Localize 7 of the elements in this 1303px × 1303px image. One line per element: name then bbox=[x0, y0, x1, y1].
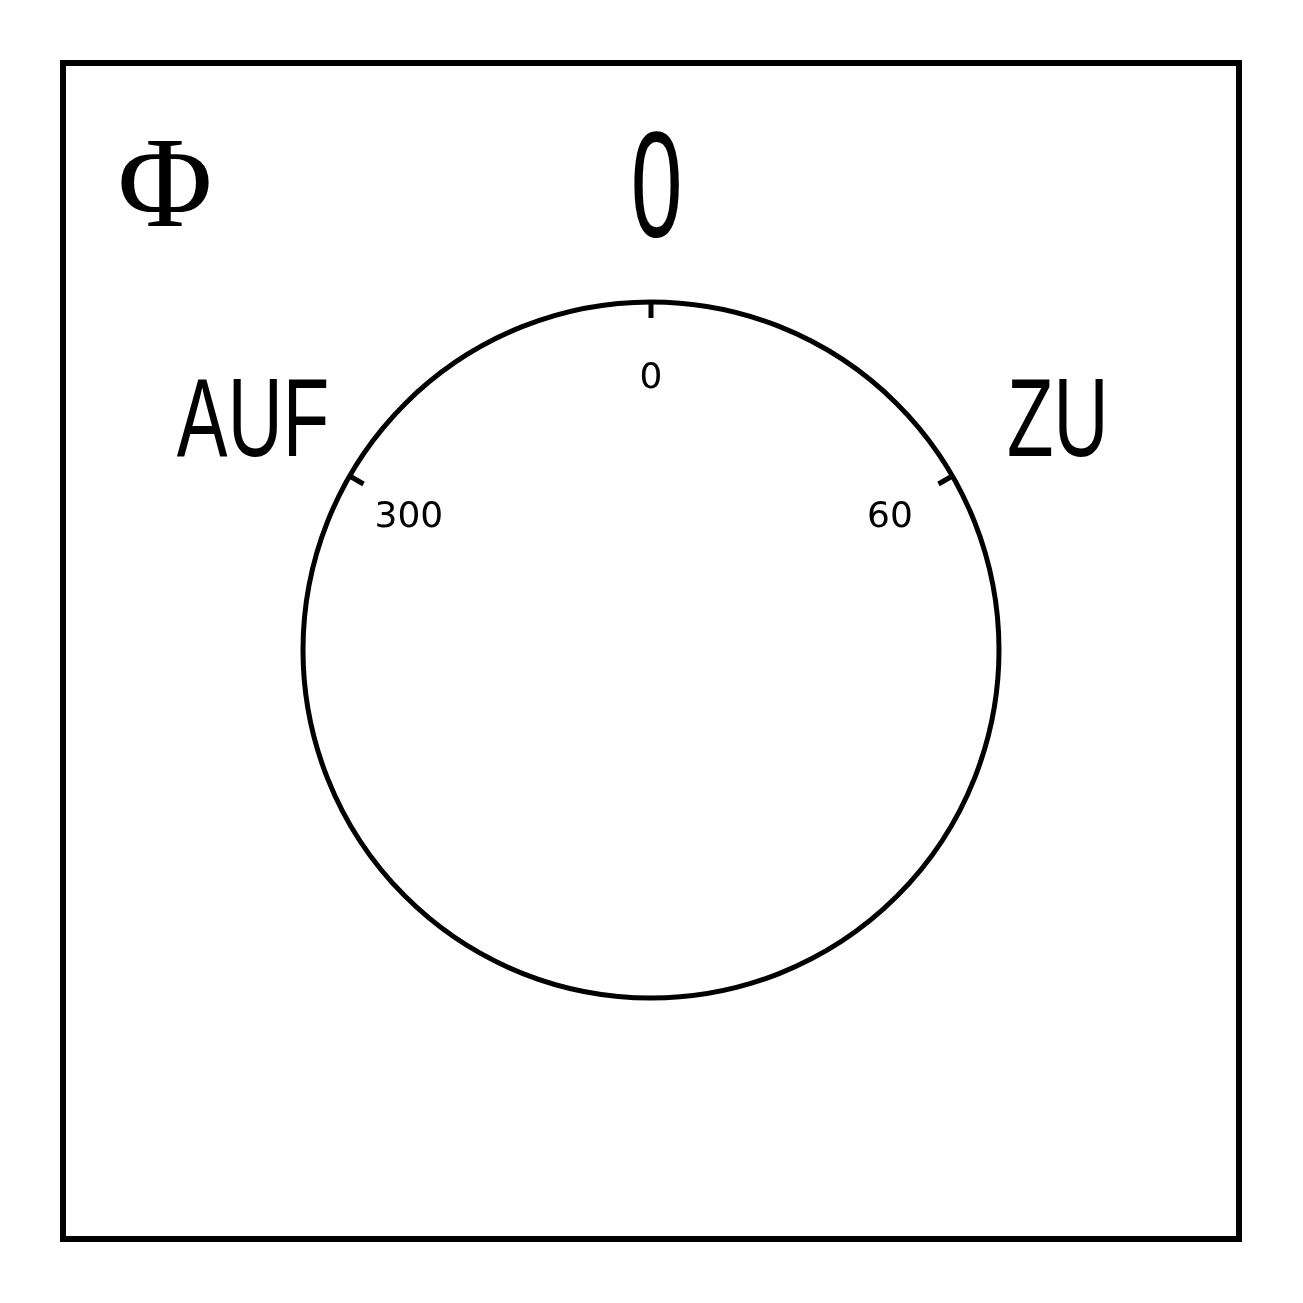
position-label: AUF bbox=[176, 362, 330, 474]
scale-number: 60 bbox=[867, 497, 913, 533]
scale-number: 300 bbox=[374, 497, 444, 533]
position-label: ZU bbox=[1006, 362, 1108, 474]
position-label: 0 bbox=[630, 110, 683, 260]
phase-symbol: Φ bbox=[117, 117, 213, 247]
scale-number: 0 bbox=[639, 358, 663, 394]
